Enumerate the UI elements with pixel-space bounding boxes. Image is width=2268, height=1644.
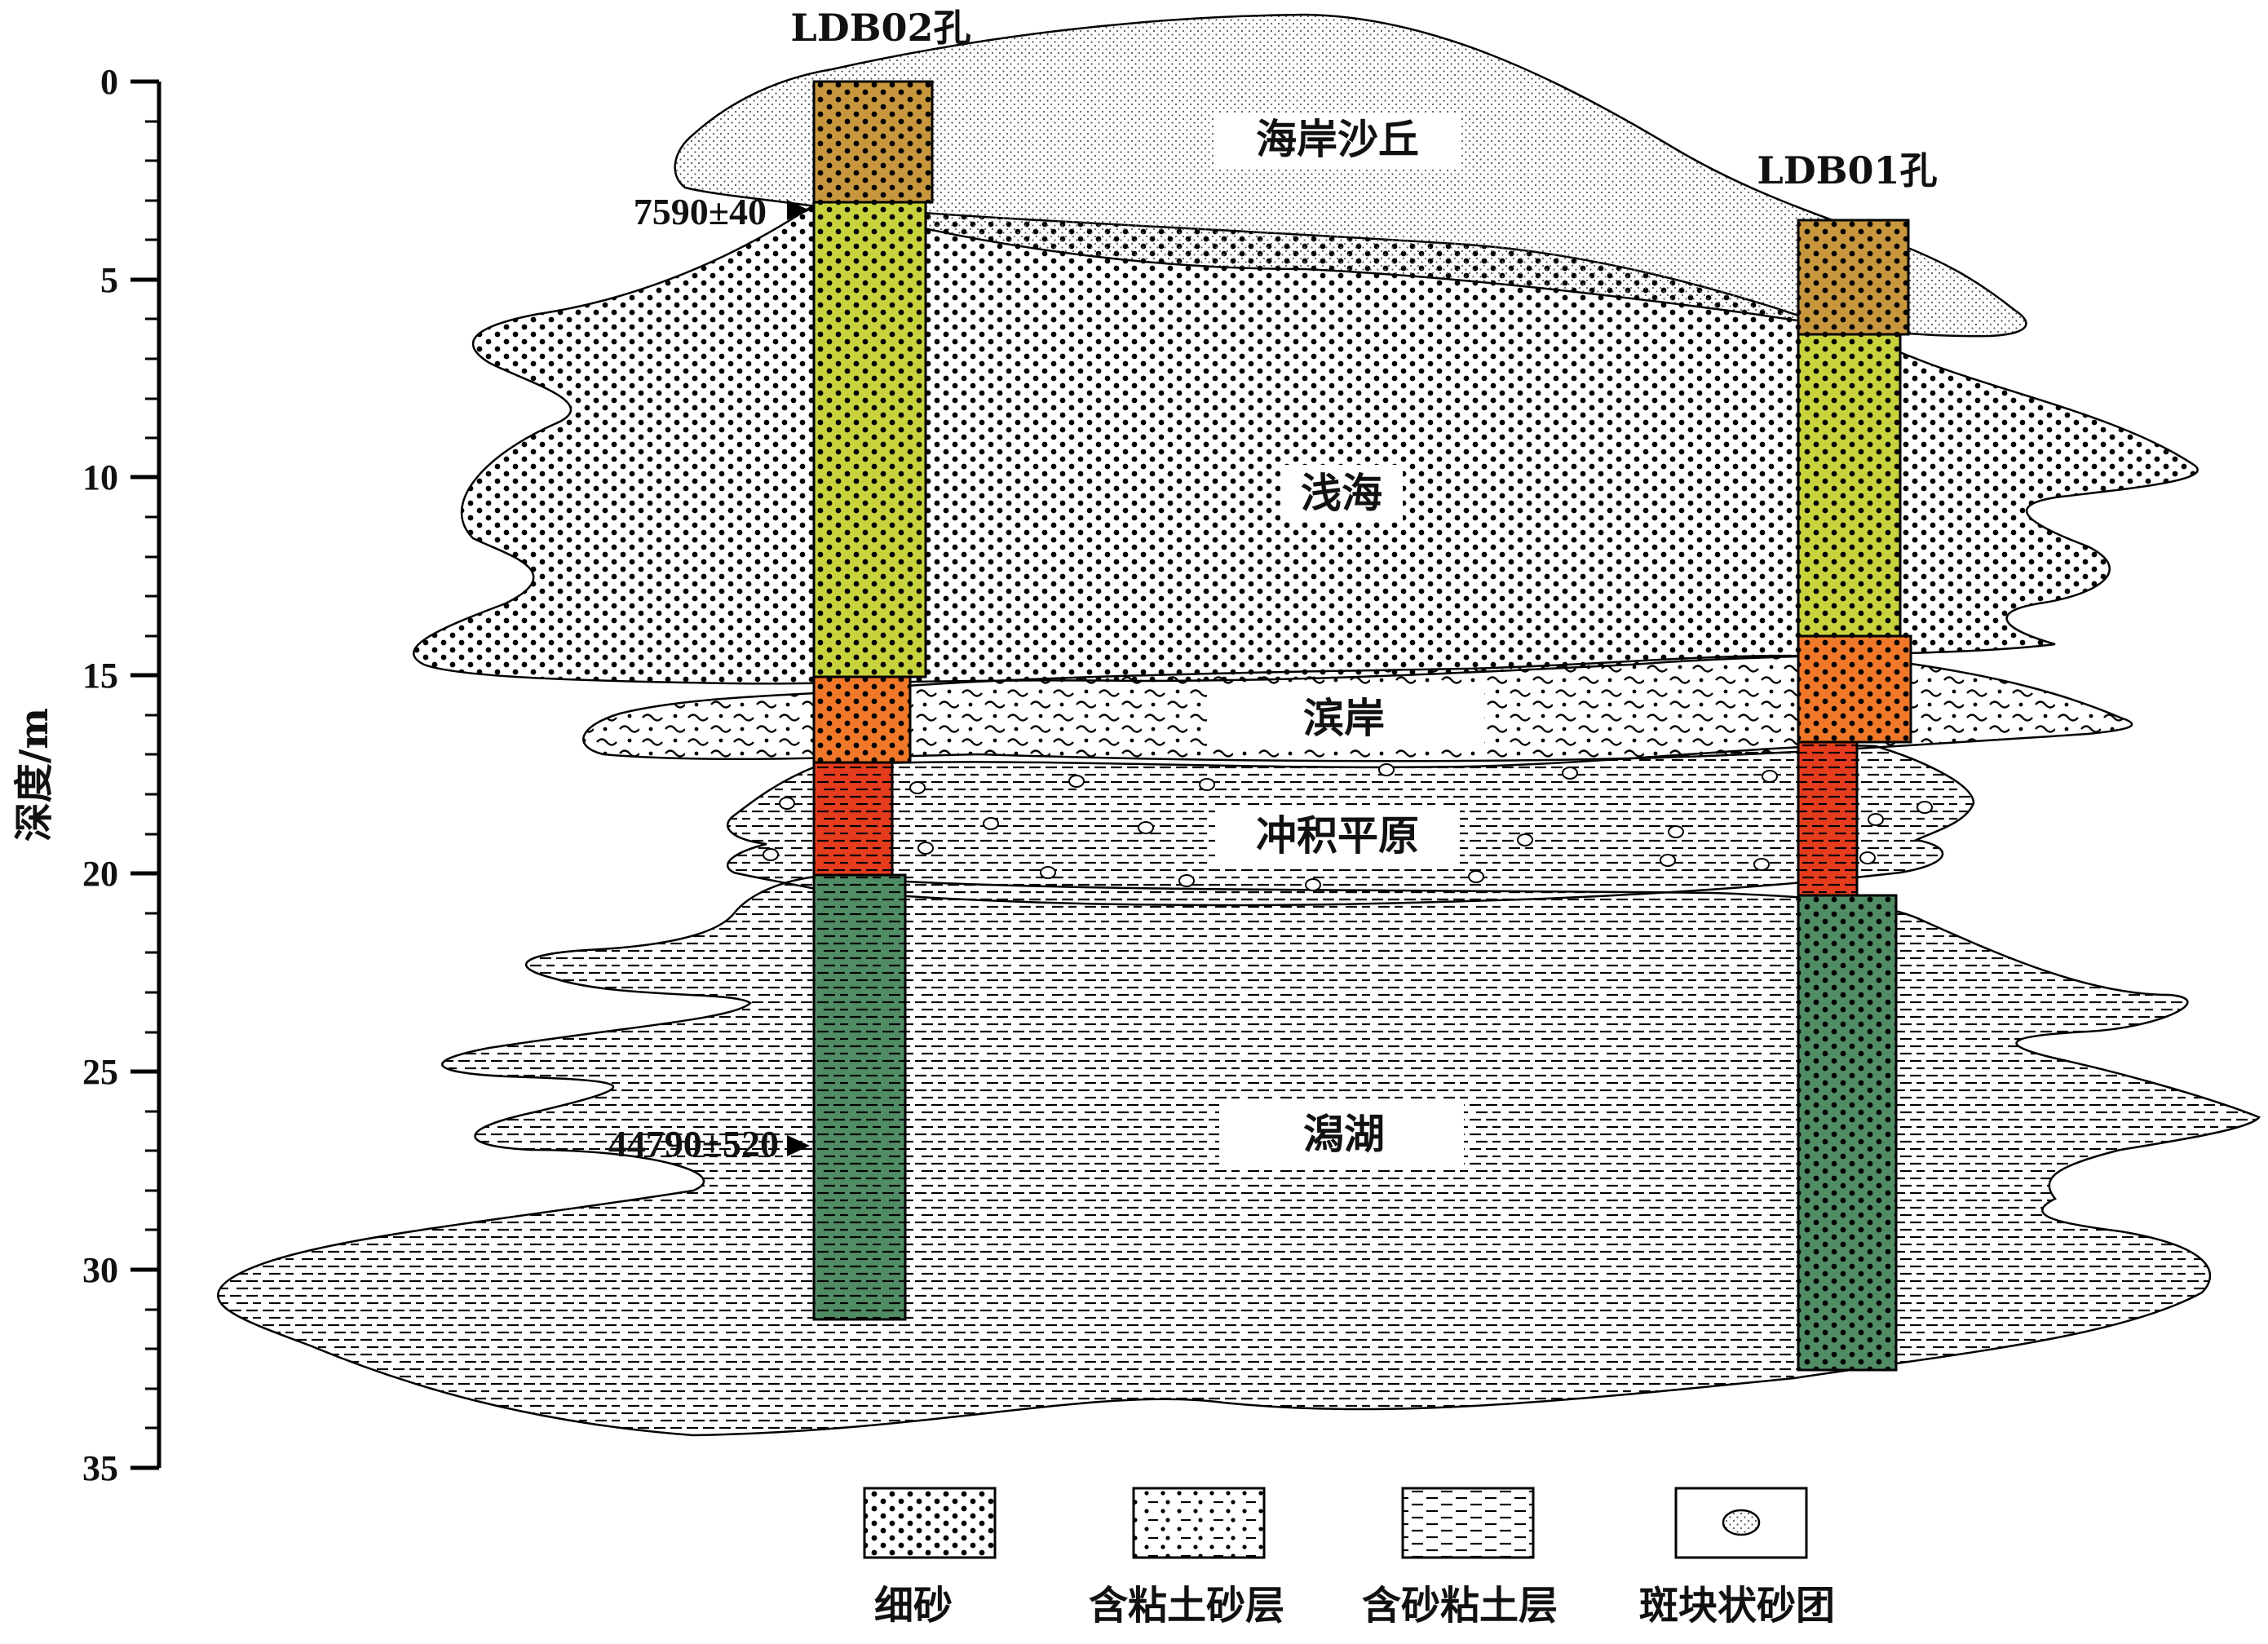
tick-label-15: 15 bbox=[82, 656, 118, 696]
legend-label-sand-nodule: 斑块状砂团 bbox=[1639, 1583, 1835, 1629]
tick-label-20: 20 bbox=[82, 854, 118, 894]
axis-ticks bbox=[130, 82, 159, 1468]
tick-label-0: 0 bbox=[100, 62, 118, 102]
legend-swatch-fine-sand bbox=[864, 1488, 995, 1558]
legend-label-clayey-sand: 含粘土砂层 bbox=[1089, 1583, 1284, 1629]
legend-label-sandy-clay: 含砂粘土层 bbox=[1362, 1583, 1558, 1629]
legend-item-clayey-sand: 含粘土砂层 bbox=[1089, 1488, 1284, 1629]
facies-label-shallow-sea-group: 浅海 bbox=[1280, 465, 1403, 522]
axis-title: 深度/m bbox=[11, 708, 57, 842]
tick-label-10: 10 bbox=[82, 457, 118, 497]
legend-swatch-sandy-clay bbox=[1403, 1488, 1533, 1558]
facies-label-beach: 滨岸 bbox=[1303, 694, 1385, 742]
borehole-ldb01-label: LDB01孔 bbox=[1757, 148, 1937, 192]
date-label-lower: 44790±520 bbox=[608, 1123, 779, 1164]
borehole-ldb02-label: LDB02孔 bbox=[790, 6, 970, 50]
legend: 细砂 含粘土砂层 含砂粘土层 斑块状砂团 bbox=[864, 1488, 1835, 1629]
legend-item-sandy-clay: 含砂粘土层 bbox=[1362, 1488, 1558, 1629]
facies-label-beach-group: 滨岸 bbox=[1207, 689, 1484, 746]
tick-label-35: 35 bbox=[82, 1448, 118, 1488]
legend-swatch-clayey-sand bbox=[1134, 1488, 1264, 1558]
depth-axis: 0 5 10 15 20 25 30 35 深度/m bbox=[11, 62, 159, 1488]
tick-label-5: 5 bbox=[100, 260, 118, 300]
tick-label-30: 30 bbox=[82, 1250, 118, 1290]
nodule-icon bbox=[1723, 1510, 1759, 1535]
facies-label-shallow-sea: 浅海 bbox=[1301, 469, 1382, 517]
tick-label-25: 25 bbox=[82, 1052, 118, 1092]
facies-label-alluvial: 冲积平原 bbox=[1256, 811, 1419, 860]
facies-label-lagoon: 潟湖 bbox=[1303, 1110, 1385, 1158]
axis-minor-ticks bbox=[145, 122, 159, 1428]
legend-label-fine-sand: 细砂 bbox=[874, 1583, 953, 1629]
legend-item-sand-nodule: 斑块状砂团 bbox=[1639, 1488, 1835, 1629]
facies-label-alluvial-group: 冲积平原 bbox=[1215, 807, 1460, 864]
date-label-upper: 7590±40 bbox=[634, 191, 767, 232]
facies-label-lagoon-group: 潟湖 bbox=[1219, 1101, 1464, 1166]
legend-item-fine-sand: 细砂 bbox=[864, 1488, 995, 1629]
facies-label-dune-group: 海岸沙丘 bbox=[1215, 113, 1460, 170]
facies-label-dune: 海岸沙丘 bbox=[1256, 115, 1419, 163]
